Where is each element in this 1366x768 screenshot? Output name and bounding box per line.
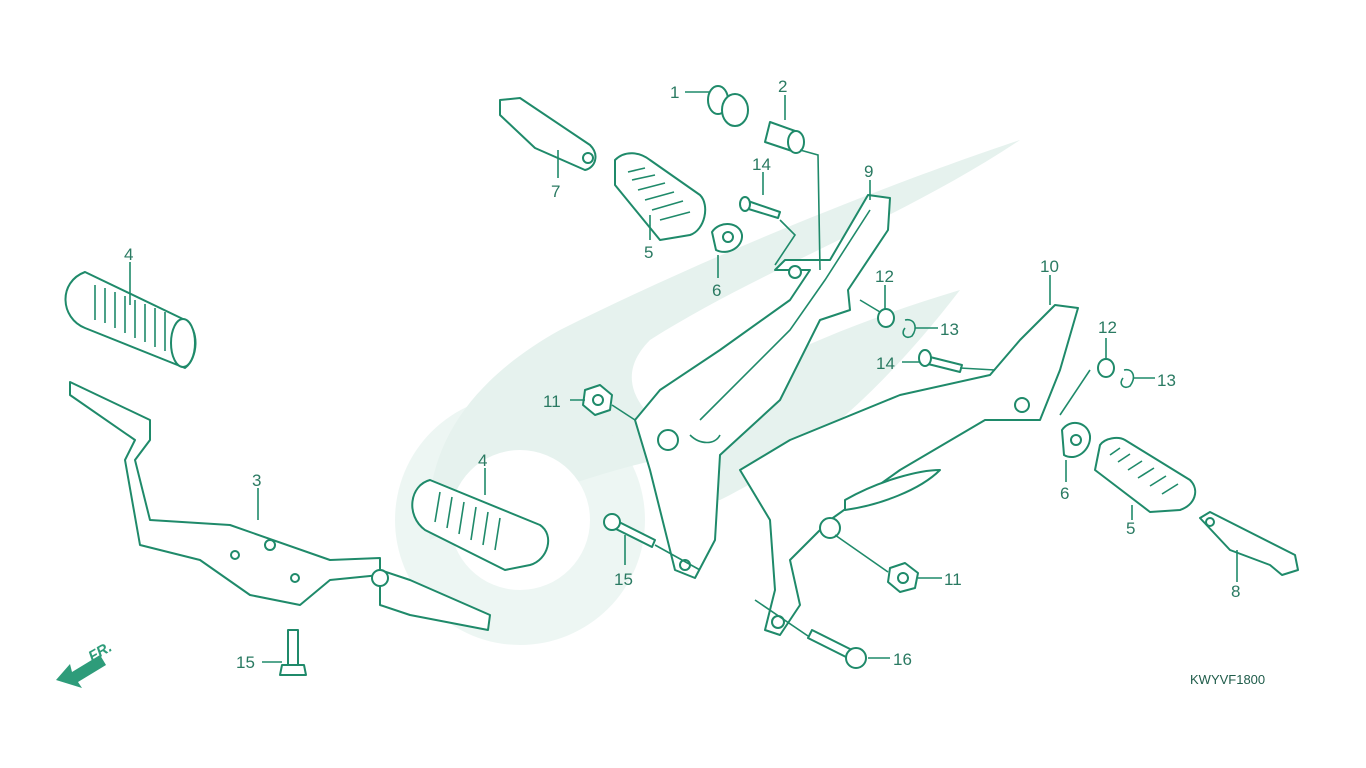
callout-label: 13 (1157, 371, 1176, 390)
callout-label: 10 (1040, 257, 1059, 276)
leader-lines (129, 91, 1238, 663)
callout-label: 1 (670, 83, 679, 102)
cap-6-lower (1061, 421, 1092, 458)
callout-label: 4 (124, 245, 133, 264)
step-bar-left (69, 381, 491, 631)
callout-label: 14 (876, 354, 895, 373)
footpeg-bracket-9 (634, 194, 891, 579)
footpeg-rubber-upper (64, 271, 197, 369)
footpeg-bracket-8 (1199, 511, 1299, 576)
bolt-16 (807, 629, 867, 669)
callout-label: 14 (752, 155, 771, 174)
collar-1 (707, 85, 749, 127)
callout-labels: 1 2 14 9 7 5 6 4 12 13 10 12 13 14 11 3 … (124, 77, 1240, 672)
callout-label: 8 (1231, 582, 1240, 601)
pin-14-upper (739, 196, 781, 219)
pin-14-lower (918, 349, 963, 373)
diagram-code: KWYVF1800 (1190, 672, 1265, 687)
callout-label: 11 (944, 570, 962, 589)
clip-13-right (1120, 368, 1135, 389)
nut-11-lower (887, 562, 919, 593)
callout-label: 15 (614, 570, 633, 589)
callout-label: 6 (712, 281, 721, 300)
footpeg-bracket-7 (499, 97, 597, 171)
nut-11-upper (582, 384, 613, 416)
collar-2 (764, 121, 805, 154)
callout-label: 4 (478, 451, 487, 470)
clip-13-left (902, 318, 916, 339)
cap-6-upper (711, 223, 743, 253)
callout-label: 9 (864, 162, 873, 181)
front-direction-arrow: FR. (56, 639, 115, 688)
washer-12-right (1097, 358, 1115, 378)
callout-label: 12 (1098, 318, 1117, 337)
callout-label: 7 (551, 182, 560, 201)
callout-label: 3 (252, 471, 261, 490)
callout-label: 2 (778, 77, 787, 96)
callout-label: 6 (1060, 484, 1069, 503)
callout-label: 13 (940, 320, 959, 339)
callout-label: 15 (236, 653, 255, 672)
bolt-15-lower (279, 629, 307, 676)
washer-12-left (877, 308, 895, 328)
callout-label: 12 (875, 267, 894, 286)
callout-label: 5 (644, 243, 653, 262)
callout-label: 11 (543, 392, 561, 411)
footpeg-rubber-5-upper (614, 152, 707, 241)
callout-label: 16 (893, 650, 912, 669)
footpeg-rubber-5-lower (1094, 436, 1197, 513)
footpeg-rubber-lower (411, 479, 550, 571)
bolt-15-upper (603, 513, 656, 548)
footpeg-bracket-10 (739, 304, 1079, 636)
callout-label: 5 (1126, 519, 1135, 538)
